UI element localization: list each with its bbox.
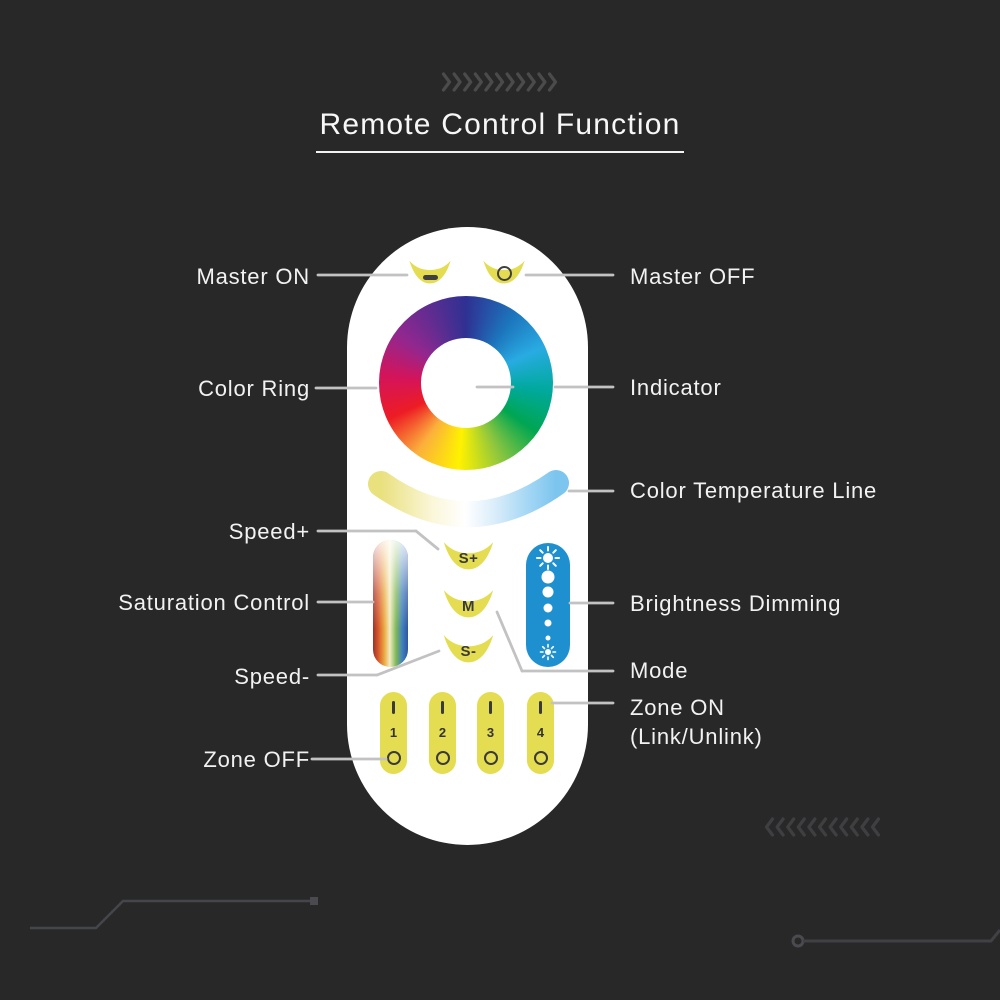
label-master-on: Master ON (196, 264, 310, 289)
label-speed-minus: Speed- (234, 664, 310, 689)
sun-small-icon (539, 643, 557, 661)
label-master-off: Master OFF (630, 264, 756, 289)
page-title: Remote Control Function (0, 108, 1000, 153)
label-link-unlink: (Link/Unlink) (630, 724, 763, 749)
label-zone-on: Zone ON (630, 695, 725, 720)
zone-button-2[interactable]: 2 (429, 692, 456, 774)
zone-off-o-mark (435, 751, 450, 765)
label-indicator: Indicator (630, 375, 722, 400)
zone-button-4[interactable]: 4 (527, 692, 554, 774)
zone-number: 3 (486, 725, 495, 740)
crescent-button-shape (443, 635, 494, 663)
color-ring-indicator-center (421, 338, 511, 428)
zone-on-i-mark (538, 701, 543, 714)
zone-button-3[interactable]: 3 (477, 692, 504, 774)
speed-minus-button[interactable]: S- (438, 631, 499, 664)
minus-icon (422, 275, 438, 280)
circuit-line-left-icon (30, 897, 318, 930)
zone-off-o-mark (386, 751, 401, 765)
zone-off-o-mark (483, 751, 498, 765)
label-color-temperature-line: Color Temperature Line (630, 478, 878, 503)
saturation-control-bar[interactable] (373, 540, 408, 667)
master-on-button[interactable] (408, 256, 452, 286)
master-off-button[interactable] (482, 256, 526, 286)
speed-minus-label: S- (460, 643, 477, 660)
label-color-ring: Color Ring (198, 376, 310, 401)
label-zone-off: Zone OFF (203, 747, 310, 772)
crescent-button-shape (409, 260, 451, 284)
label-brightness-dimming: Brightness Dimming (630, 591, 842, 616)
remote-control-body: S+ M S- (347, 227, 588, 845)
zone-on-i-mark (488, 701, 493, 714)
mode-label: M (462, 598, 475, 615)
zone-number: 4 (536, 725, 545, 740)
page-title-text: Remote Control Function (316, 108, 684, 153)
zone-number: 2 (438, 725, 447, 740)
brightness-dots (541, 570, 555, 641)
mode-button[interactable]: M (438, 586, 499, 619)
zone-button-1[interactable]: 1 (380, 692, 407, 774)
speed-plus-label: S+ (458, 550, 479, 567)
chevrons-left-icon (764, 817, 881, 837)
speed-plus-button[interactable]: S+ (438, 538, 499, 571)
brightness-dimming-bar[interactable] (526, 543, 570, 667)
zone-on-i-mark (440, 701, 445, 714)
label-mode: Mode (630, 658, 689, 683)
label-saturation-control: Saturation Control (118, 590, 310, 615)
color-ring-wheel[interactable] (379, 296, 553, 470)
circuit-line-right-icon (791, 929, 1000, 948)
brightness-scale-icons (536, 546, 560, 661)
zone-on-i-mark (391, 701, 396, 714)
crescent-button-shape (443, 590, 494, 618)
sun-large-icon (536, 546, 560, 570)
chevrons-right-icon (441, 72, 558, 92)
circle-icon (496, 266, 512, 281)
zone-number: 1 (389, 725, 398, 740)
zone-off-o-mark (533, 751, 548, 765)
color-temperature-line[interactable] (360, 455, 580, 535)
crescent-button-shape (443, 542, 494, 570)
label-speed-plus: Speed+ (228, 519, 310, 544)
